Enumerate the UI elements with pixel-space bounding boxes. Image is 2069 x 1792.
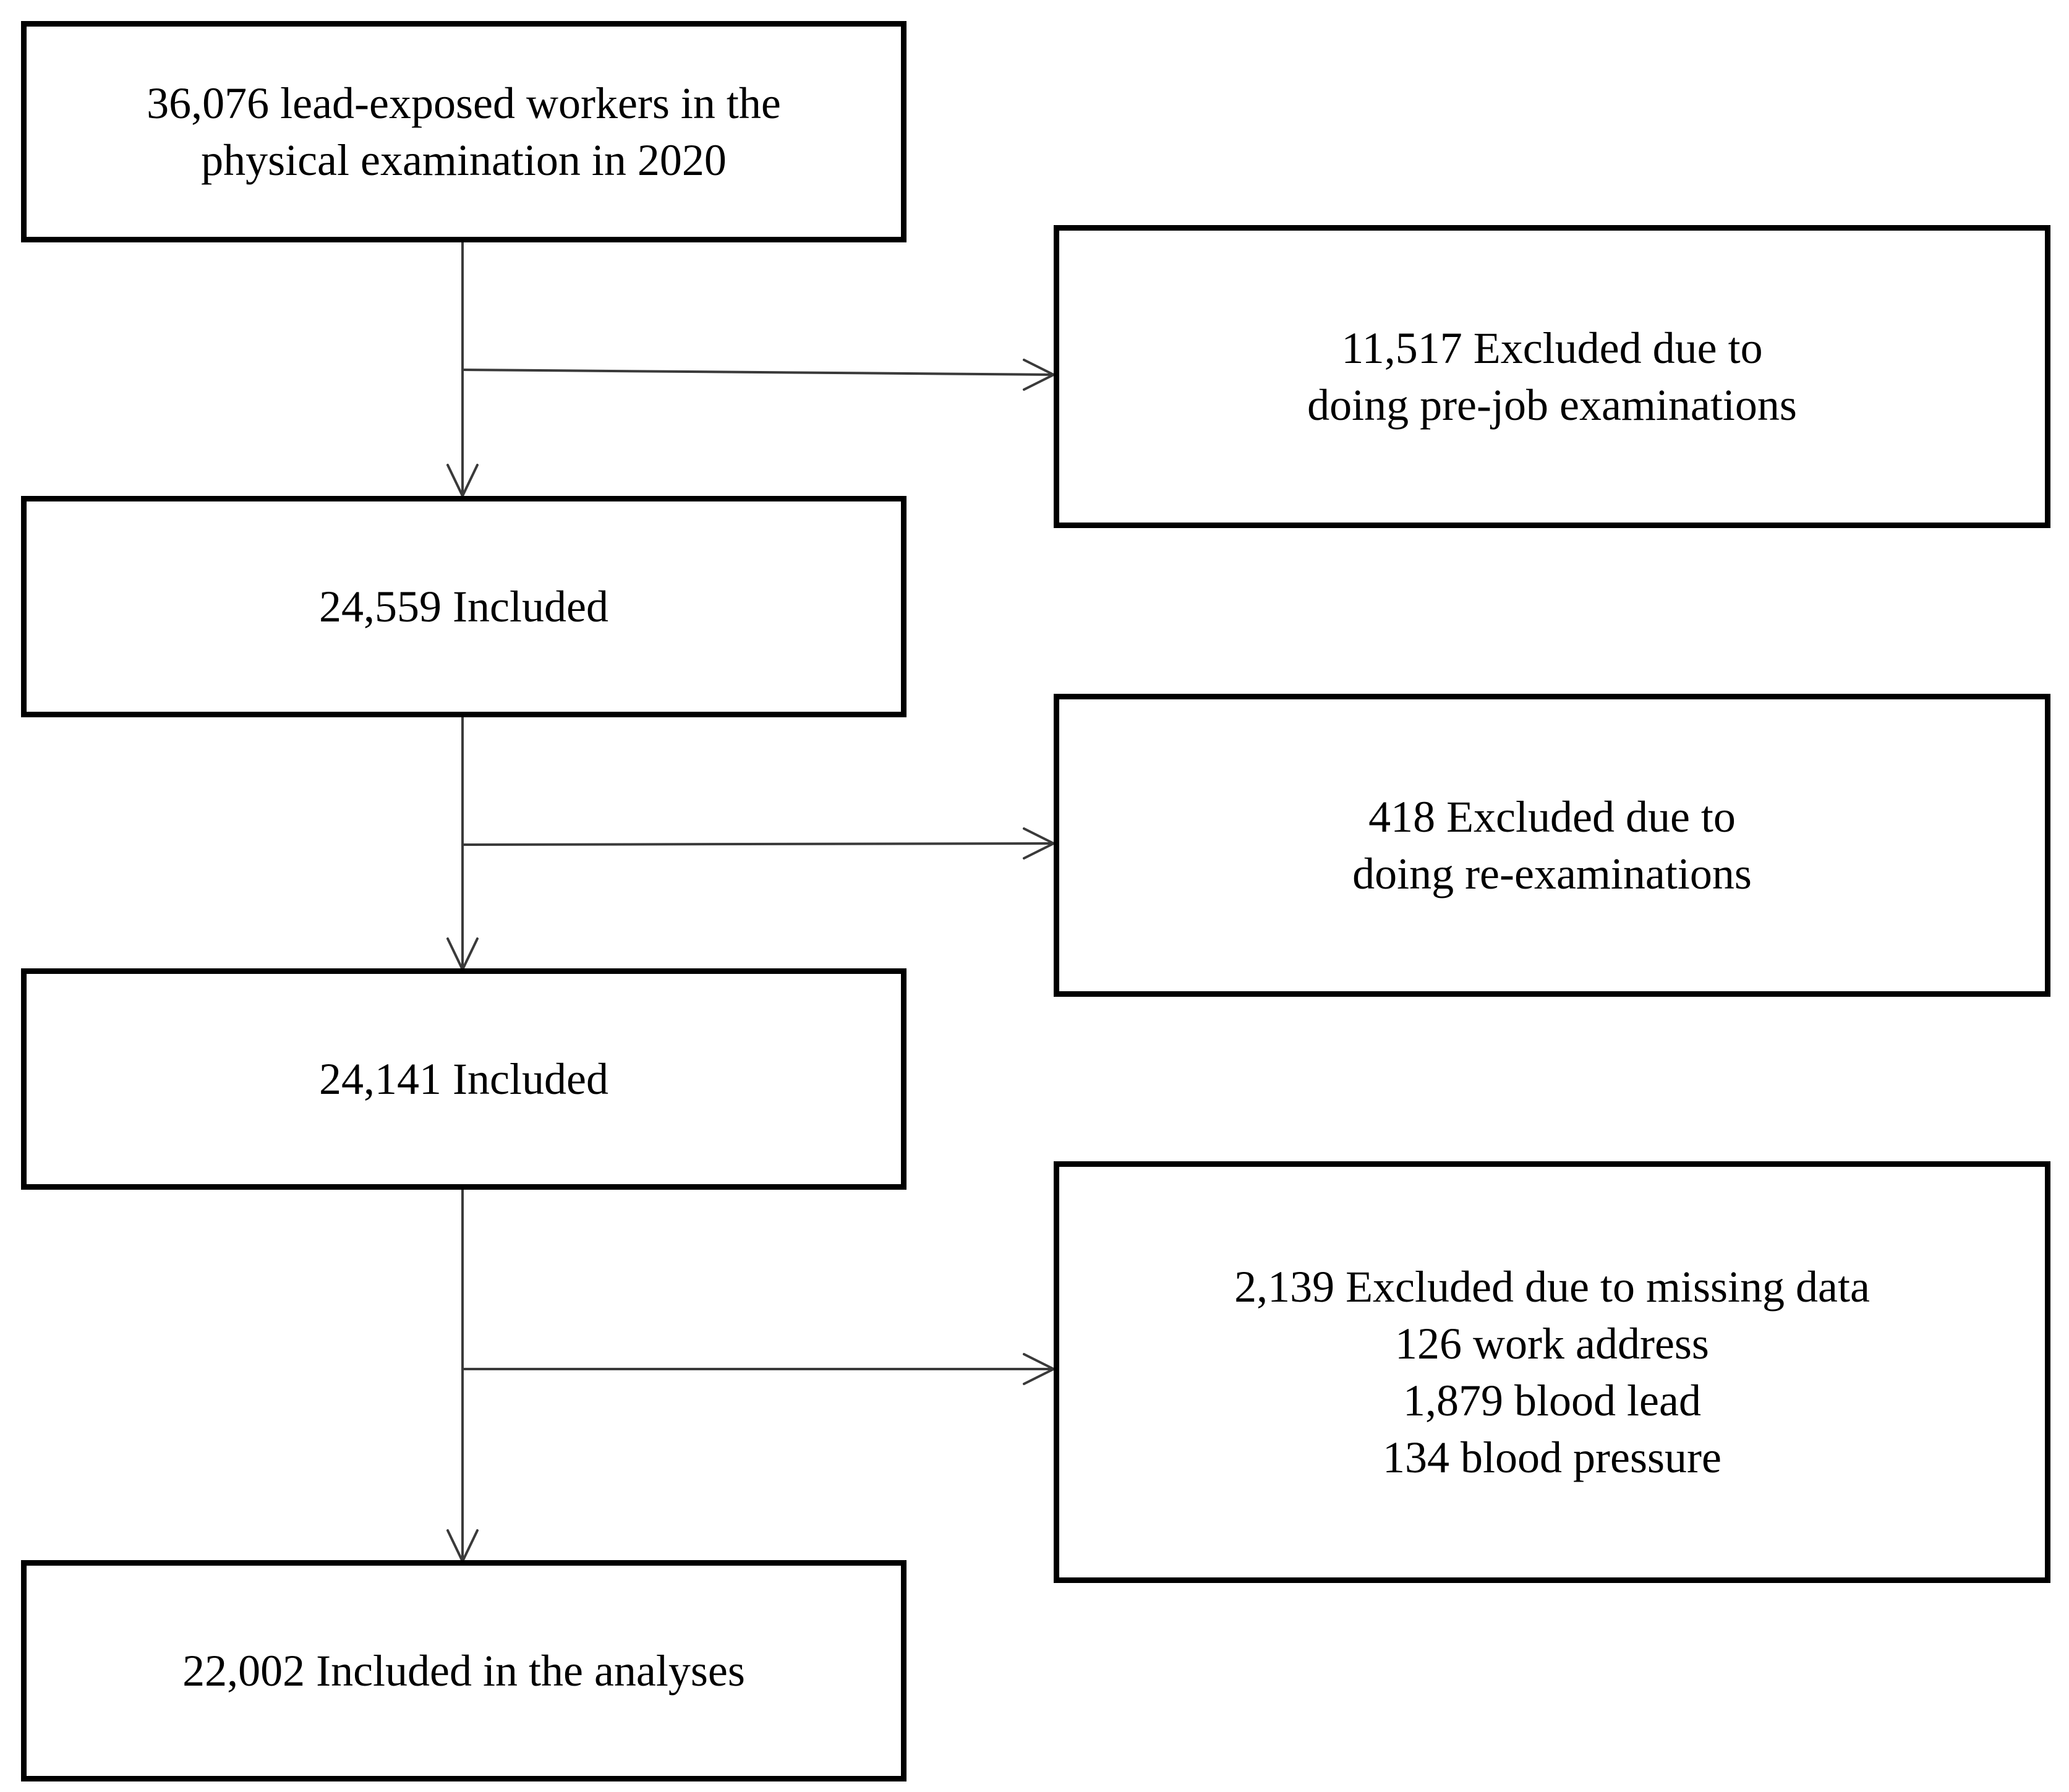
box-text-line: 11,517 Excluded due to (1341, 323, 1763, 373)
box-text-line: 24,559 Included (319, 582, 608, 631)
exclusion-box-re-examinations: 418 Excluded due to doing re-examination… (1054, 694, 2050, 997)
box-text-line: 22,002 Included in the analyses (182, 1646, 745, 1696)
box-text-line: physical examination in 2020 (201, 135, 727, 185)
box-text-line: 126 work address (1395, 1319, 1709, 1368)
box-text-line: 24,141 Included (319, 1054, 608, 1104)
exclusion-connector-1 (462, 369, 1056, 376)
box-text-line: 134 blood pressure (1383, 1433, 1721, 1482)
main-box-initial-population: 36,076 lead-exposed workers in the physi… (21, 21, 907, 242)
box-text-line: doing pre-job examinations (1307, 380, 1797, 430)
box-text-line: 418 Excluded due to (1368, 792, 1736, 842)
exclusion-box-pre-job: 11,517 Excluded due to doing pre-job exa… (1054, 225, 2050, 528)
exclusion-connector-2 (462, 842, 1056, 846)
main-box-final-analysis: 22,002 Included in the analyses (21, 1560, 907, 1781)
main-box-included-step-1: 24,559 Included (21, 496, 907, 717)
exclusion-box-missing-data: 2,139 Excluded due to missing data 126 w… (1054, 1161, 2050, 1583)
box-text-line: 36,076 lead-exposed workers in the (147, 79, 781, 128)
box-text-line: 2,139 Excluded due to missing data (1234, 1262, 1870, 1312)
box-text-line: doing re-examinations (1352, 849, 1752, 898)
box-text-line: 1,879 blood lead (1403, 1376, 1701, 1425)
main-box-included-step-2: 24,141 Included (21, 968, 907, 1190)
